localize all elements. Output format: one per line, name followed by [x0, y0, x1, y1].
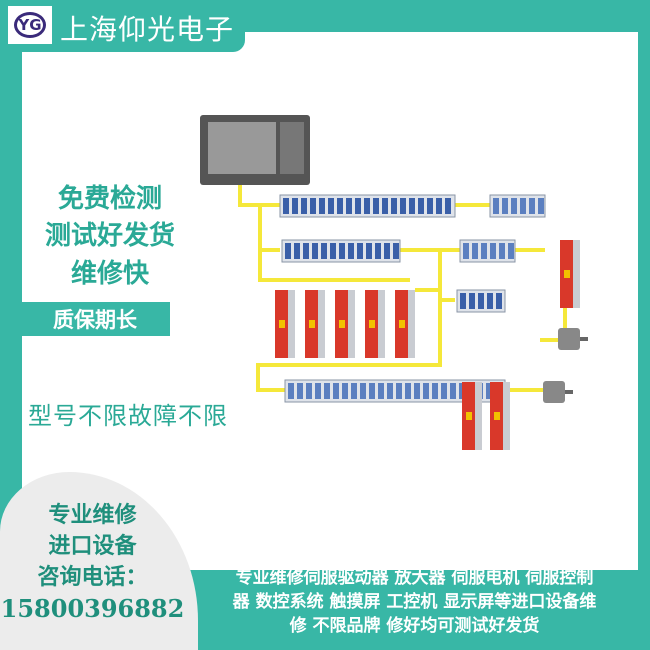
io-module-rack: [489, 194, 546, 218]
phone-number: 15800396882: [0, 594, 185, 623]
promo-line-1: 免费检测: [57, 184, 162, 214]
promo-note: 型号不限故障不限: [28, 402, 228, 430]
servo-motor-2: [543, 381, 573, 403]
logo: YG: [8, 6, 52, 44]
servo-motor-1: [558, 328, 588, 350]
white-panel: [22, 32, 638, 570]
description-line-3: 修 不限品牌 修好均可测试好发货: [289, 616, 540, 636]
description-line-1: 专业维修伺服驱动器 放大器 伺服电机 伺服控制: [235, 568, 594, 588]
contact-line-3: 咨询电话：: [37, 564, 148, 590]
servo-drive: [365, 290, 385, 358]
servo-drive: [305, 290, 325, 358]
description-line-2: 器 数控系统 触摸屏 工控机 显示屏等进口设备维: [232, 592, 597, 612]
servo-drive: [462, 382, 482, 450]
io-module-rack: [281, 239, 401, 263]
cnc-controller: [200, 115, 310, 185]
promo-line-2: 测试好发货: [44, 221, 175, 251]
servo-drive: [490, 382, 510, 450]
servo-drive: [335, 290, 355, 358]
contact-line-2: 进口设备: [48, 533, 137, 559]
warranty-badge: 质保期长: [20, 302, 170, 336]
servo-drive: [560, 240, 580, 308]
brand-name: 上海仰光电子: [60, 13, 235, 46]
header-bar: YG 上海仰光电子: [0, 0, 245, 52]
servo-drive: [395, 290, 415, 358]
servo-drive: [275, 290, 295, 358]
io-module-rack: [456, 289, 506, 313]
io-module-rack: [284, 379, 506, 403]
service-description: 专业维修伺服驱动器 放大器 伺服电机 伺服控制 器 数控系统 触摸屏 工控机 显…: [192, 566, 637, 638]
logo-icon: YG: [14, 12, 46, 38]
io-module-rack: [279, 194, 456, 218]
contact-block: 专业维修 进口设备 咨询电话： 15800396882: [0, 500, 185, 624]
contact-line-1: 专业维修: [48, 502, 137, 528]
promo-line-3: 维修快: [70, 259, 149, 289]
io-module-rack: [459, 239, 516, 263]
